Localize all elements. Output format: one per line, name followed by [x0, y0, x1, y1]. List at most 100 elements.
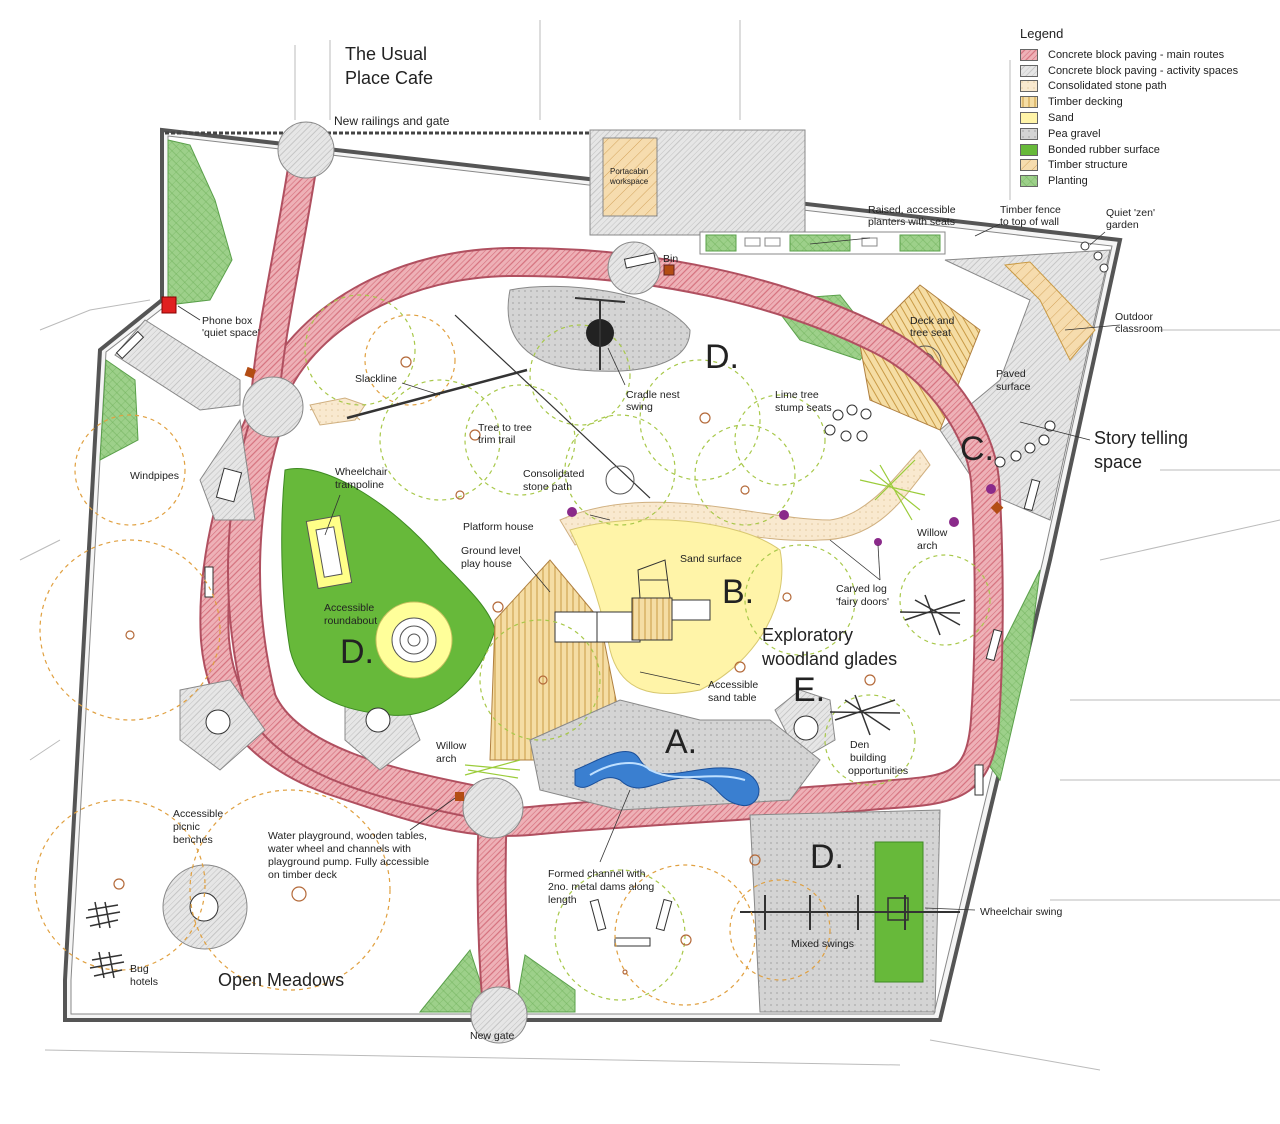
label-meadows: Open Meadows [218, 970, 344, 990]
label-trampoline-1: Wheelchair [335, 466, 388, 478]
route-nodes [242, 121, 661, 1044]
label-portacabin-2: workspace [609, 177, 649, 186]
label-roundabout-2: roundabout [324, 615, 377, 627]
label-phone-2: 'quiet space' [202, 327, 260, 339]
legend-item-label: Bonded rubber surface [1048, 143, 1160, 156]
label-trampoline-2: trampoline [335, 479, 384, 491]
legend-swatch [1020, 159, 1038, 172]
legend-item-label: Consolidated stone path [1048, 80, 1167, 93]
legend-swatch [1020, 96, 1038, 109]
planting-west [99, 359, 139, 461]
label-cafe-1: The Usual [345, 44, 427, 64]
zone-d-west: D. [340, 633, 374, 671]
label-picnic-1: Accessible [173, 808, 223, 820]
label-paved-2: surface [996, 381, 1031, 393]
label-deck-2: tree seat [910, 327, 951, 339]
surrounding-buildings [19, 20, 1280, 1071]
tree-canopies [34, 294, 991, 1006]
label-cradle-2: swing [626, 401, 653, 413]
legend-item-label: Sand [1048, 112, 1074, 125]
label-outdoor-1: Outdoor [1115, 311, 1153, 323]
label-roundabout-1: Accessible [324, 602, 374, 614]
label-bug-2: hotels [130, 976, 158, 988]
label-water-4: on timber deck [268, 869, 338, 881]
label-willow1-1: Willow [917, 527, 948, 539]
legend-swatch [1020, 127, 1038, 140]
willow-arches [464, 459, 926, 779]
picnic-benches [115, 252, 1041, 947]
label-newgate: New gate [470, 1030, 515, 1042]
label-windpipes: Windpipes [130, 470, 179, 482]
den-sticks [829, 594, 966, 736]
water-channel [574, 750, 760, 807]
label-fence-1: Timber fence [1000, 204, 1061, 216]
label-picnic-2: picnic [173, 821, 200, 833]
label-den-1: Den [850, 739, 869, 751]
label-wheelswing: Wheelchair swing [980, 906, 1062, 918]
label-lime-2: stump seats [775, 402, 832, 414]
portacabin [602, 137, 658, 217]
label-sandtable-1: Accessible [708, 679, 758, 691]
label-phone-1: Phone box [202, 315, 253, 327]
trim-trail [454, 314, 651, 499]
label-willow2-1: Willow [436, 740, 467, 752]
label-outdoor-2: classroom [1115, 323, 1163, 335]
legend-item: Consolidated stone path [1020, 79, 1270, 95]
label-story-2: space [1094, 452, 1142, 472]
label-den-3: opportunities [848, 765, 908, 777]
zone-c: C. [960, 430, 994, 468]
label-trim-1: Tree to tree [478, 422, 532, 434]
label-sandtable-2: sand table [708, 692, 757, 704]
stump-seats [824, 241, 1109, 468]
label-planters-2: planters with seats [868, 216, 955, 228]
label-water-2: water wheel and channels with [267, 843, 411, 855]
planting-gate-right [514, 954, 576, 1013]
legend-item: Timber decking [1020, 94, 1270, 110]
label-woodland-1: Exploratory [762, 625, 853, 645]
label-den-2: building [850, 752, 886, 764]
label-picnic-3: benches [173, 834, 213, 846]
legend-item: Concrete block paving - main routes [1020, 47, 1270, 63]
label-bug-1: Bug [130, 963, 149, 975]
label-carved-2: 'fairy doors' [836, 596, 889, 608]
legend-item: Bonded rubber surface [1020, 142, 1270, 158]
legend-item-label: Planting [1048, 175, 1088, 188]
zone-d-south: D. [810, 838, 844, 876]
label-mixedswings: Mixed swings [791, 938, 854, 950]
zone-e: E. [793, 671, 825, 709]
legend-item-label: Concrete block paving - main routes [1048, 48, 1225, 61]
legend-swatch [1020, 48, 1038, 61]
label-willow1-2: arch [917, 540, 938, 552]
label-bin: Bin [663, 253, 678, 265]
label-stonepath-2: stone path [523, 481, 572, 493]
legend-item: Concrete block paving - activity spaces [1020, 63, 1270, 79]
tree-trunks [113, 356, 876, 975]
outdoor-classroom [1003, 261, 1096, 361]
map-labels: The Usual Place Cafe New railings and ga… [130, 44, 1188, 1042]
legend: Legend Concrete block paving - main rout… [1020, 26, 1270, 189]
label-deck-1: Deck and [910, 315, 955, 327]
label-cafe-2: Place Cafe [345, 68, 433, 88]
legend-swatch [1020, 112, 1038, 125]
bug-hotels [85, 901, 125, 979]
zone-d-north: D. [705, 338, 739, 376]
bin-marker [663, 264, 675, 276]
label-willow2-2: arch [436, 753, 457, 765]
legend-item: Pea gravel [1020, 126, 1270, 142]
phone-box [161, 296, 177, 314]
label-water-3: playground pump. Fully accessible [268, 856, 429, 868]
zone-letters: A. B. C. D. D. D. E. [340, 338, 994, 876]
legend-swatch [1020, 80, 1038, 93]
legend-swatch [1020, 64, 1038, 77]
label-portacabin-1: Portacabin [610, 167, 648, 176]
legend-item-label: Timber decking [1048, 96, 1123, 109]
label-planters-1: Raised, accessible [868, 204, 956, 216]
label-fence-2: to top of wall [1000, 216, 1059, 228]
label-cradle-1: Cradle nest [626, 389, 680, 401]
zone-b: B. [722, 573, 754, 611]
label-trim-2: trim trail [478, 434, 515, 446]
legend-item: Planting [1020, 173, 1270, 189]
label-platform: Platform house [463, 521, 534, 533]
label-sandsurface: Sand surface [680, 553, 742, 565]
